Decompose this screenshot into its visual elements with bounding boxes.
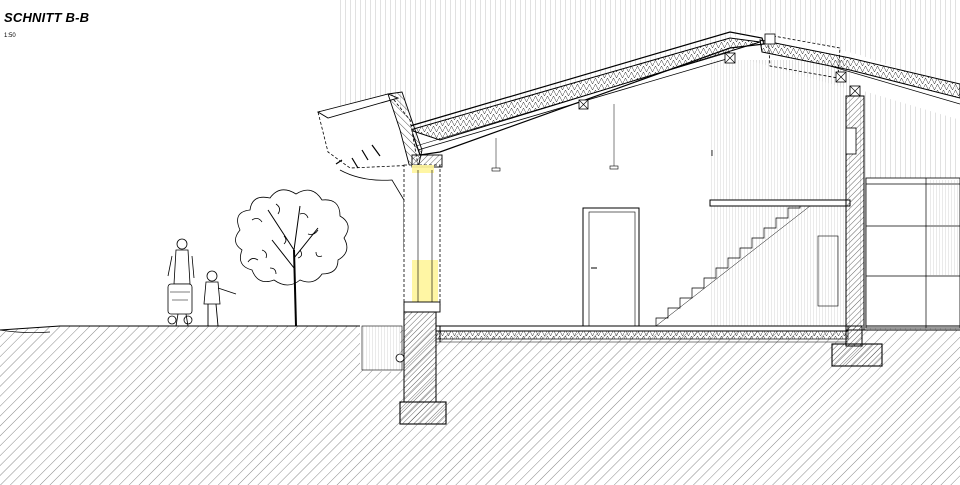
ground [0, 325, 960, 485]
interior-door [582, 207, 640, 327]
people-illustration [167, 238, 237, 327]
tree-illustration [235, 189, 349, 327]
ceiling-lights [491, 104, 619, 172]
main-roof [408, 31, 960, 156]
right-wall [831, 95, 883, 367]
highlight-lower [412, 260, 438, 302]
section-outlines [439, 326, 960, 342]
highlight-upper [412, 165, 434, 173]
drawing-title: SCHNITT B-B [4, 10, 90, 25]
interior-space [440, 55, 848, 328]
left-wall [395, 154, 447, 425]
neighbour-windows [865, 177, 960, 329]
drawing-scale: 1:50 [4, 33, 16, 39]
